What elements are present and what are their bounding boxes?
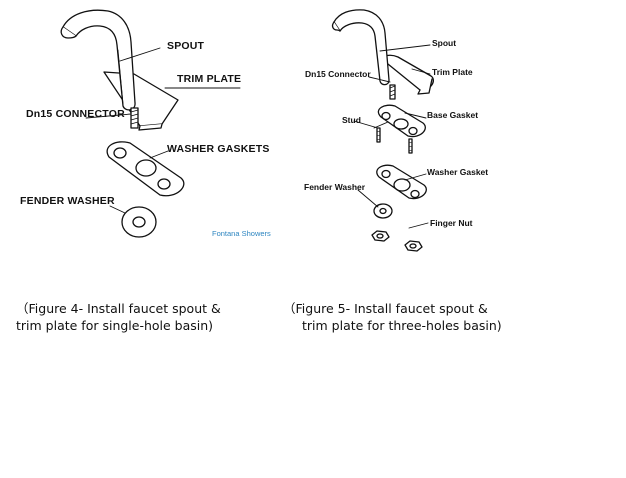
figure5-washer-gasket (376, 164, 427, 200)
figure4-leader-lines (85, 47, 241, 214)
figure4-label-trim-plate: TRIM PLATE (177, 73, 242, 85)
figure5-label-fender-washer: Fender Washer (304, 182, 366, 192)
figure4-spout-drawing (60, 9, 241, 238)
figure5-label-finger-nut: Finger Nut (430, 218, 473, 228)
figure5-fender-washer (373, 203, 393, 219)
figure5-label-connector: Dn15 Connector (305, 69, 371, 79)
figure5-spout-drawing (331, 9, 435, 252)
figure4-caption-line1: （Figure 4- Install faucet spout & (16, 301, 221, 316)
figure4-spout (62, 9, 136, 111)
figure5-spout (333, 9, 390, 86)
figure5-finger-nut (371, 230, 423, 252)
figure4-fender-washer (121, 206, 157, 238)
figure4-label-connector: Dn15 CONNECTOR (26, 108, 125, 120)
figure4-washer-gasket (106, 141, 185, 197)
figure5-base-gasket (373, 104, 426, 138)
figure5-label-spout: Spout (432, 38, 457, 48)
watermark: Fontana Showers (212, 229, 271, 238)
figure5-label-trim-plate: Trim Plate (432, 67, 473, 77)
figure4-label-washer-gaskets: WASHER GASKETS (167, 143, 270, 155)
figure5-caption-line1: （Figure 5- Install faucet spout & (283, 301, 488, 316)
figure4-label-spout: SPOUT (167, 40, 205, 52)
figure5-label-stud: Stud (342, 115, 361, 125)
figure5-label-base-gasket: Base Gasket (427, 110, 479, 120)
figure5-caption-line2: trim plate for three-holes basin) (302, 318, 502, 333)
figure4-dn15-connector (130, 107, 139, 129)
figure4-caption-line2: trim plate for single-hole basin) (16, 318, 214, 333)
figure5-stud (376, 127, 413, 154)
figure5-leader-lines (353, 44, 431, 229)
figure4-label-fender-washer: FENDER WASHER (20, 195, 115, 207)
figure5-dn15-connector (389, 84, 396, 100)
figure5-label-washer-gasket: Washer Gasket (427, 167, 489, 177)
